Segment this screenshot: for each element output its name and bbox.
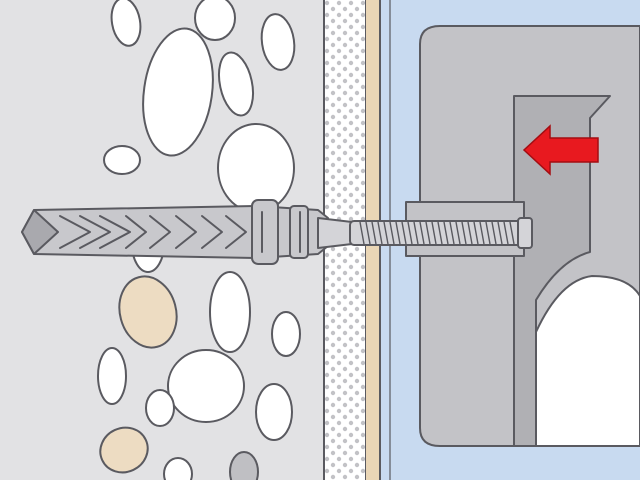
- stones: [97, 0, 301, 480]
- screw-thread: [485, 221, 491, 245]
- screw-thread: [503, 221, 509, 245]
- stone: [145, 389, 175, 427]
- stone: [217, 123, 295, 213]
- stone: [255, 383, 293, 441]
- stone: [260, 13, 296, 71]
- screw-thread: [395, 221, 401, 245]
- screw-thread: [491, 221, 497, 245]
- screw-thread: [425, 221, 431, 245]
- screw-thread: [389, 221, 395, 245]
- screw-thread: [407, 221, 413, 245]
- screw-thread: [377, 221, 383, 245]
- screw-thread: [509, 221, 515, 245]
- stone: [118, 275, 178, 349]
- screw-thread: [443, 221, 449, 245]
- stone: [97, 347, 127, 405]
- stone: [142, 27, 214, 157]
- direction-arrow: [522, 124, 599, 176]
- stone: [110, 0, 142, 47]
- screw-thread: [455, 221, 461, 245]
- screw-thread: [419, 221, 425, 245]
- stone: [167, 349, 245, 423]
- stone: [194, 0, 236, 41]
- stone: [163, 457, 193, 480]
- stone: [209, 271, 251, 353]
- threaded-screw: [317, 217, 533, 249]
- screw-thread: [461, 221, 467, 245]
- stone: [271, 311, 301, 357]
- screw-thread: [383, 221, 389, 245]
- stone: [229, 451, 259, 480]
- stone: [103, 145, 141, 175]
- screw-thread: [473, 221, 479, 245]
- screw-thread: [359, 221, 365, 245]
- screw-thread: [413, 221, 419, 245]
- screw-thread: [365, 221, 371, 245]
- screw-thread: [437, 221, 443, 245]
- screw-thread: [449, 221, 455, 245]
- wall-plug: [21, 199, 329, 265]
- screw-thread: [371, 221, 377, 245]
- screw-thread: [497, 221, 503, 245]
- screw-thread: [467, 221, 473, 245]
- stone: [99, 426, 149, 474]
- screw-thread: [479, 221, 485, 245]
- stone: [217, 51, 255, 117]
- screw-thread: [431, 221, 437, 245]
- screw-thread: [401, 221, 407, 245]
